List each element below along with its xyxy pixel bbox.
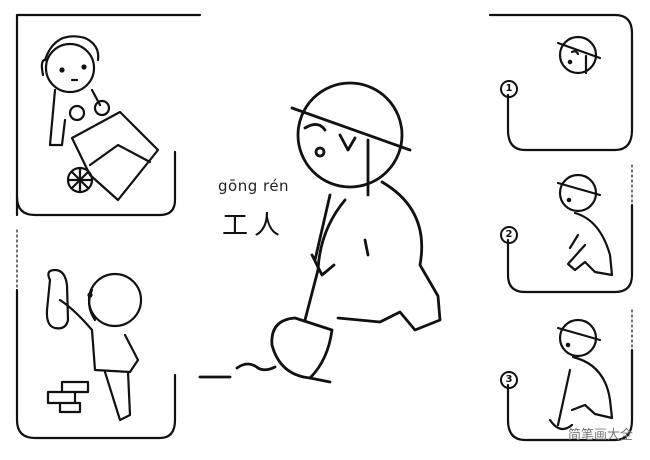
title-hanzi: 工人 — [222, 211, 287, 241]
step-number-1: 1 — [500, 80, 518, 98]
step2-worker — [556, 173, 614, 277]
main-digging-worker — [198, 81, 442, 384]
step1-head — [556, 35, 602, 75]
pinyin-label: gōng rén — [218, 177, 290, 195]
step3-worker — [548, 318, 614, 431]
panel-frame-1 — [15, 13, 202, 217]
step-number-3: 3 — [500, 371, 518, 389]
watermark: 简笔画大全 — [568, 428, 634, 443]
step-number-2: 2 — [500, 226, 518, 244]
wheelbarrow-worker — [40, 35, 160, 202]
panel-frame-step1 — [488, 13, 634, 152]
plastering-worker — [45, 268, 143, 422]
